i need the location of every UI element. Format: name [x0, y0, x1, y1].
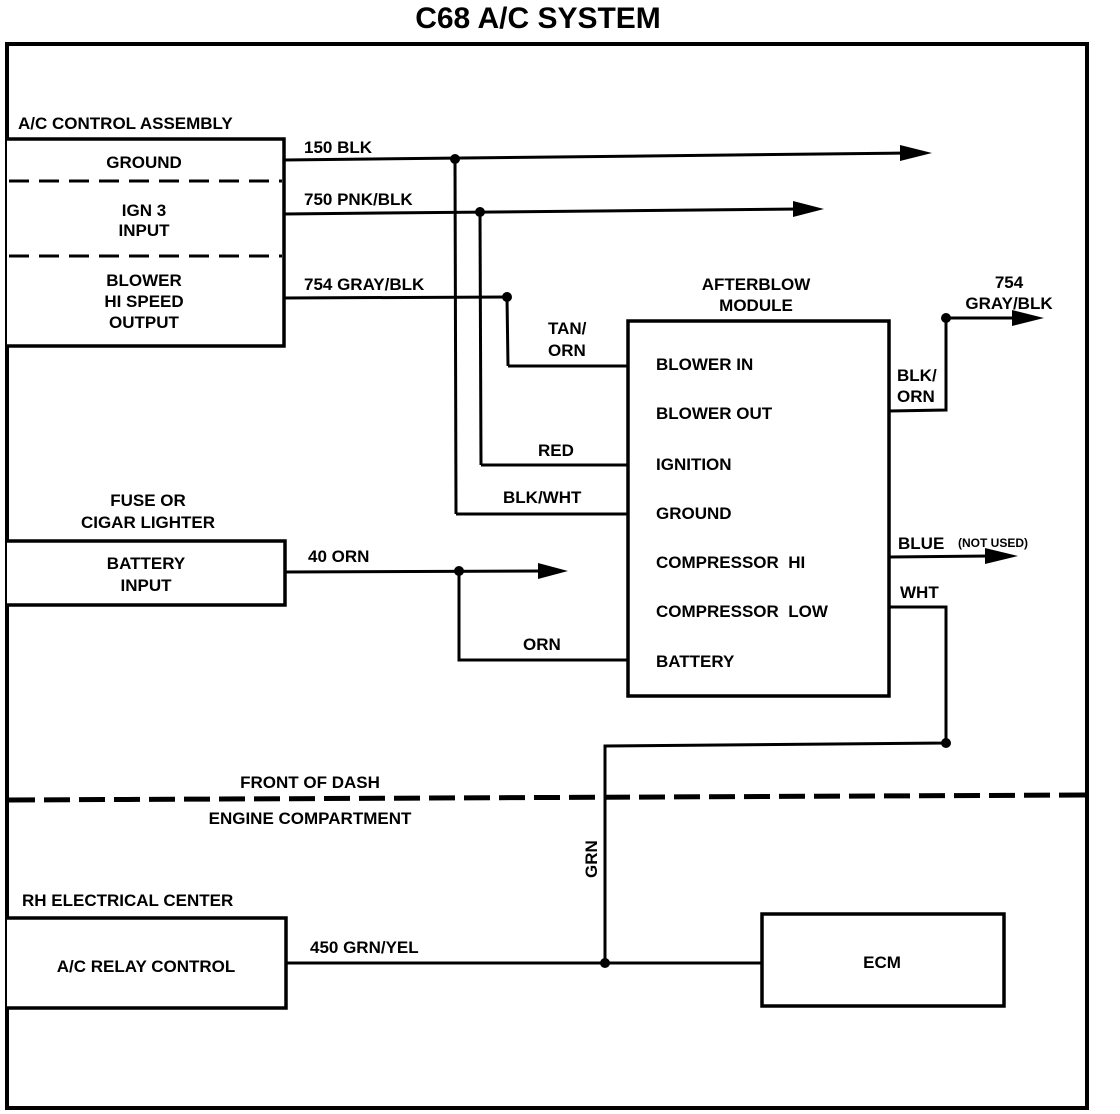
splice-dot	[600, 958, 610, 968]
splice-dot	[941, 738, 951, 748]
wire-label: 150 BLK	[304, 138, 373, 157]
wire-label: ORN	[548, 341, 586, 360]
pin-compressor-low: COMPRESSOR LOW	[656, 602, 829, 621]
terminal-hi-speed: HI SPEED	[104, 292, 183, 311]
wire-ground-150: 150 BLK BLK/WHT	[283, 138, 932, 516]
dash-divider: FRONT OF DASH ENGINE COMPARTMENT	[8, 773, 1086, 828]
wire-label: ORN	[897, 387, 935, 406]
ecm: ECM	[760, 912, 1006, 1008]
wire-compressor-hi: BLUE (NOT USED)	[888, 534, 1028, 564]
pin-blower-out: BLOWER OUT	[656, 404, 773, 423]
pin-ground: GROUND	[656, 504, 732, 523]
fuse-box	[7, 539, 287, 607]
pin-battery: BATTERY	[656, 652, 735, 671]
wire-label: RED	[538, 441, 574, 460]
engine-compartment-label: ENGINE COMPARTMENT	[209, 809, 412, 828]
wire-label: BLK/WHT	[503, 488, 582, 507]
wire-battery-40: 40 ORN ORN	[284, 547, 628, 662]
terminal-ign3: IGN 3	[122, 201, 166, 220]
terminal-blower: BLOWER	[106, 271, 182, 290]
wire-blower-out: BLK/ ORN 754 GRAY/BLK	[888, 273, 1053, 413]
arrow-icon	[793, 201, 824, 217]
wire-blower-hi-754: 754 GRAY/BLK TAN/ ORN	[283, 275, 628, 368]
terminal-ground: GROUND	[106, 153, 182, 172]
wire-label: WHT	[900, 583, 939, 602]
wire-note: (NOT USED)	[958, 536, 1028, 550]
fuse-label: CIGAR LIGHTER	[81, 513, 215, 532]
wire-label: 754 GRAY/BLK	[304, 275, 425, 294]
terminal-ac-relay-control: A/C RELAY CONTROL	[57, 957, 236, 976]
front-of-dash-label: FRONT OF DASH	[240, 773, 380, 792]
wire-label: GRAY/BLK	[965, 294, 1053, 313]
pin-blower-in: BLOWER IN	[656, 355, 753, 374]
ecm-label: ECM	[863, 953, 901, 972]
arrow-icon	[900, 145, 932, 161]
afterblow-module-label: AFTERBLOW	[702, 275, 812, 294]
wire-label: 754	[995, 273, 1024, 292]
splice-dot	[941, 313, 951, 323]
afterblow-module-label: MODULE	[719, 296, 793, 315]
wire-label: TAN/	[548, 319, 587, 338]
wire-label: BLUE	[898, 534, 944, 553]
terminal-battery: BATTERY	[107, 554, 186, 573]
ac-control-assembly-box	[7, 137, 286, 348]
firewall-line	[8, 792, 1086, 803]
arrow-icon	[985, 548, 1018, 564]
ecm-box	[760, 912, 1006, 1008]
rh-electrical-center: RH ELECTRICAL CENTER A/C RELAY CONTROL	[7, 891, 288, 1010]
terminal-output: OUTPUT	[109, 313, 180, 332]
arrow-icon	[1012, 310, 1044, 326]
terminal-battery-input: INPUT	[121, 576, 173, 595]
afterblow-module-box	[626, 319, 891, 698]
diagram-title: C68 A/C SYSTEM	[415, 2, 661, 35]
ac-control-assembly-label: A/C CONTROL ASSEMBLY	[18, 114, 233, 133]
wire-relay-control-450: 450 GRN/YEL	[286, 938, 762, 968]
pin-ignition: IGNITION	[656, 455, 732, 474]
wire-ign3-750: 750 PNK/BLK RED	[283, 190, 824, 467]
pin-compressor-hi: COMPRESSOR HI	[656, 553, 805, 572]
rh-electrical-center-label: RH ELECTRICAL CENTER	[22, 891, 233, 910]
fuse-label: FUSE OR	[110, 491, 186, 510]
wire-label: GRN	[582, 840, 601, 878]
wire-label: BLK/	[897, 366, 937, 385]
wire-label: ORN	[523, 635, 561, 654]
terminal-ign3-input: INPUT	[119, 221, 171, 240]
wire-label: 750 PNK/BLK	[304, 190, 413, 209]
ac-control-assembly: A/C CONTROL ASSEMBLY GROUND IGN 3 INPUT …	[7, 114, 286, 348]
wire-label: 450 GRN/YEL	[310, 938, 419, 957]
afterblow-module: AFTERBLOW MODULE BLOWER IN BLOWER OUT IG…	[626, 275, 891, 698]
arrow-icon	[538, 563, 568, 579]
wire-label: 40 ORN	[308, 547, 369, 566]
wire-compressor-low: WHT GRN	[582, 583, 951, 963]
fuse-cigar-lighter: FUSE OR CIGAR LIGHTER BATTERY INPUT	[7, 491, 287, 607]
